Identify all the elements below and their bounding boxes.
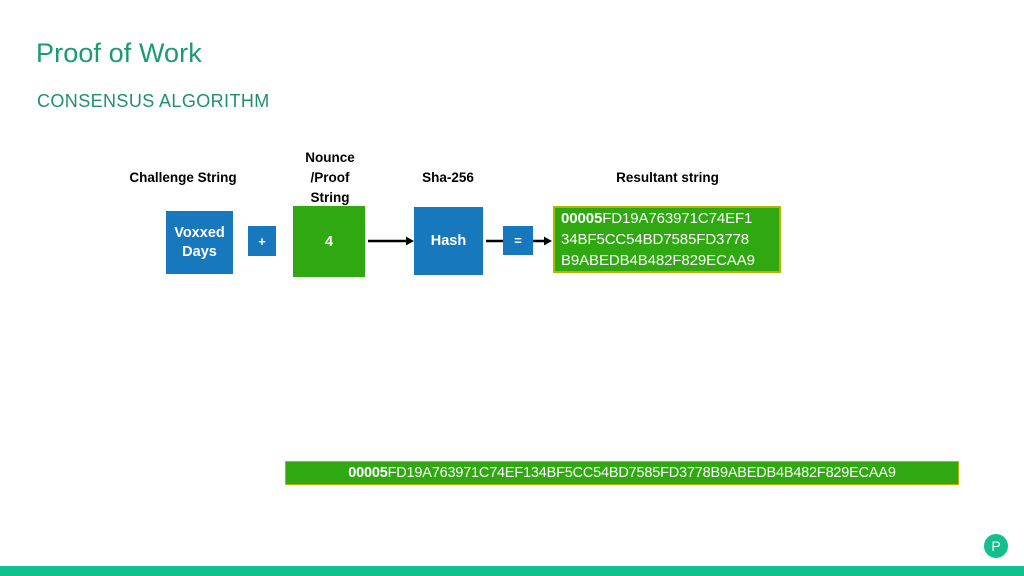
label-challenge-string: Challenge String (129, 170, 237, 185)
plus-operator-box: + (248, 226, 276, 256)
brand-logo-icon: P (984, 534, 1008, 558)
label-sha-256: Sha-256 (422, 170, 474, 185)
resultant-hash-line-1-rest: FD19A763971C74EF1 (602, 210, 753, 227)
page-subtitle: CONSENSUS ALGORITHM (37, 91, 270, 111)
resultant-hash-line-2: 34BF5CC54BD7585FD3778 (561, 231, 750, 248)
page-title: Proof of Work (36, 38, 202, 68)
full-hash-rest: FD19A763971C74EF134BF5CC54BD7585FD3778B9… (387, 465, 896, 481)
equals-operator-box: = (503, 226, 533, 255)
label-resultant-string: Resultant string (616, 170, 719, 185)
resultant-hash-line-3: B9ABEDB4B482F829ECAA9 (561, 252, 755, 269)
resultant-hash-line-1: 00005FD19A763971C74EF1 (561, 208, 775, 229)
footer-accent-bar (0, 566, 1024, 576)
arrow-right-icon (368, 236, 414, 246)
box-challenge-string: Voxxed Days (166, 211, 233, 274)
box-nounce-value: 4 (293, 206, 365, 277)
resultant-hash-bold-prefix: 00005 (561, 210, 603, 227)
label-nounce-proof-string: Nounce /Proof String (305, 150, 355, 205)
full-hash-bold-prefix: 00005 (348, 465, 388, 481)
brand-logo-glyph: P (991, 538, 1001, 554)
box-hash: Hash (414, 207, 483, 275)
resultant-string-box: 00005FD19A763971C74EF1 34BF5CC54BD7585FD… (553, 206, 781, 273)
